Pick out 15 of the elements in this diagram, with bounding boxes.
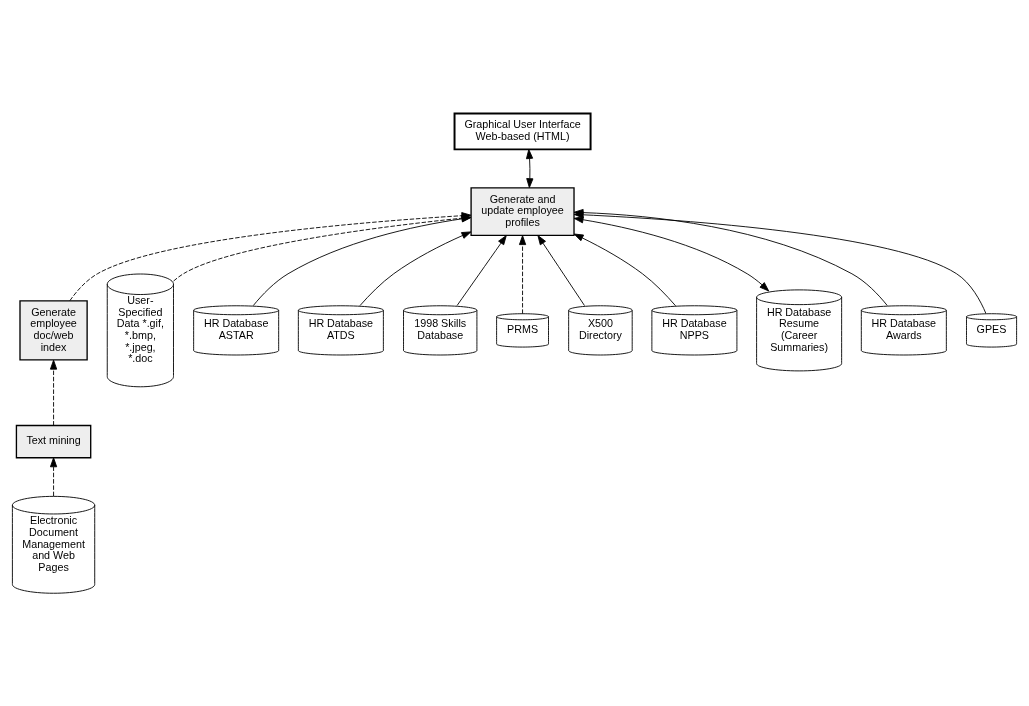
arrow — [456, 234, 507, 306]
node-box: Graphical User Interface Web-based (HTML) — [453, 112, 592, 150]
arrow — [50, 456, 58, 497]
node-box: Generate and update employee profiles — [470, 186, 575, 236]
arrow — [50, 359, 58, 426]
arrow — [537, 234, 585, 306]
arrow — [359, 230, 472, 306]
arrow — [173, 214, 472, 282]
node-box: Generate employee doc/web index — [19, 299, 88, 361]
arrow — [573, 215, 770, 291]
arrow — [525, 148, 534, 188]
arrow — [518, 234, 527, 314]
node-box: Text mining — [15, 424, 92, 458]
arrow — [573, 233, 676, 306]
arrow — [252, 214, 472, 306]
